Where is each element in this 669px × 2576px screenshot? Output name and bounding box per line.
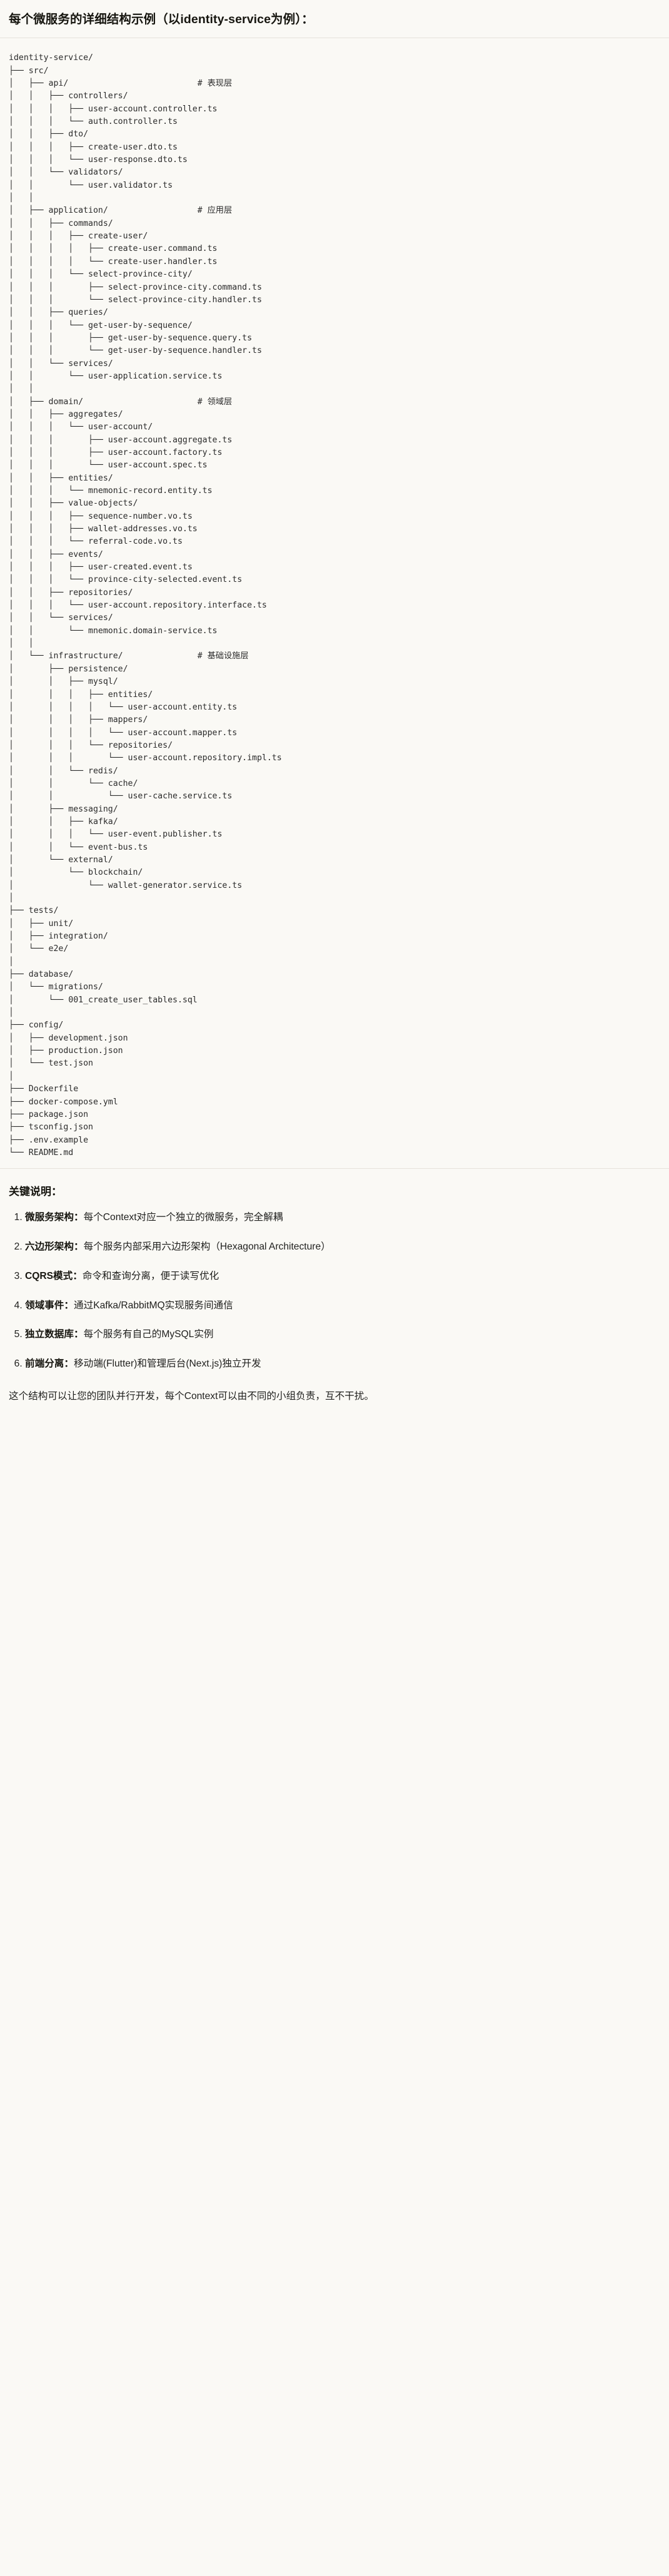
note-separator: ： (73, 1241, 84, 1252)
note-description: 每个服务内部采用六边形架构（Hexagonal Architecture） (83, 1241, 331, 1252)
list-item: 六边形架构：每个服务内部采用六边形架构（Hexagonal Architectu… (25, 1240, 660, 1255)
note-description: 每个服务有自己的MySQL实例 (83, 1329, 214, 1340)
document-header: 每个微服务的详细结构示例（以identity-service为例）： (0, 0, 669, 39)
note-term: 微服务架构 (25, 1211, 74, 1223)
note-term: 领域事件 (25, 1300, 64, 1311)
note-separator: ： (64, 1358, 74, 1370)
list-item: 前端分离：移动端(Flutter)和管理后台(Next.js)独立开发 (25, 1357, 660, 1372)
note-separator: ： (73, 1270, 83, 1281)
list-item: 微服务架构：每个Context对应一个独立的微服务，完全解耦 (25, 1210, 660, 1226)
list-item: 领域事件：通过Kafka/RabbitMQ实现服务间通信 (25, 1298, 660, 1314)
note-separator: ： (73, 1329, 84, 1340)
note-separator: ： (64, 1300, 74, 1311)
note-description: 每个Context对应一个独立的微服务，完全解耦 (83, 1211, 283, 1223)
note-term: CQRS模式 (25, 1270, 73, 1281)
key-notes-section: 关键说明： 微服务架构：每个Context对应一个独立的微服务，完全解耦 六边形… (0, 1168, 669, 1420)
list-item: CQRS模式：命令和查询分离，便于读写优化 (25, 1269, 660, 1285)
note-separator: ： (73, 1211, 84, 1223)
note-term: 前端分离 (25, 1358, 64, 1370)
note-term: 六边形架构 (25, 1241, 74, 1252)
list-item: 独立数据库：每个服务有自己的MySQL实例 (25, 1327, 660, 1343)
note-description: 通过Kafka/RabbitMQ实现服务间通信 (74, 1300, 233, 1311)
document-page: 每个微服务的详细结构示例（以identity-service为例）： ident… (0, 0, 669, 1420)
page-title: 每个微服务的详细结构示例（以identity-service为例）： (9, 13, 314, 26)
directory-tree: identity-service/ ├── src/ │ ├── api/ # … (9, 53, 282, 1158)
note-description: 移动端(Flutter)和管理后台(Next.js)独立开发 (74, 1358, 261, 1370)
key-notes-list: 微服务架构：每个Context对应一个独立的微服务，完全解耦 六边形架构：每个服… (9, 1210, 660, 1373)
note-description: 命令和查询分离，便于读写优化 (82, 1270, 219, 1281)
key-notes-title: 关键说明： (9, 1186, 62, 1198)
note-term: 独立数据库 (25, 1329, 74, 1340)
closing-paragraph: 这个结构可以让您的团队并行开发，每个Context可以由不同的小组负责，互不干扰… (9, 1391, 374, 1402)
directory-tree-block: identity-service/ ├── src/ │ ├── api/ # … (0, 38, 669, 1169)
